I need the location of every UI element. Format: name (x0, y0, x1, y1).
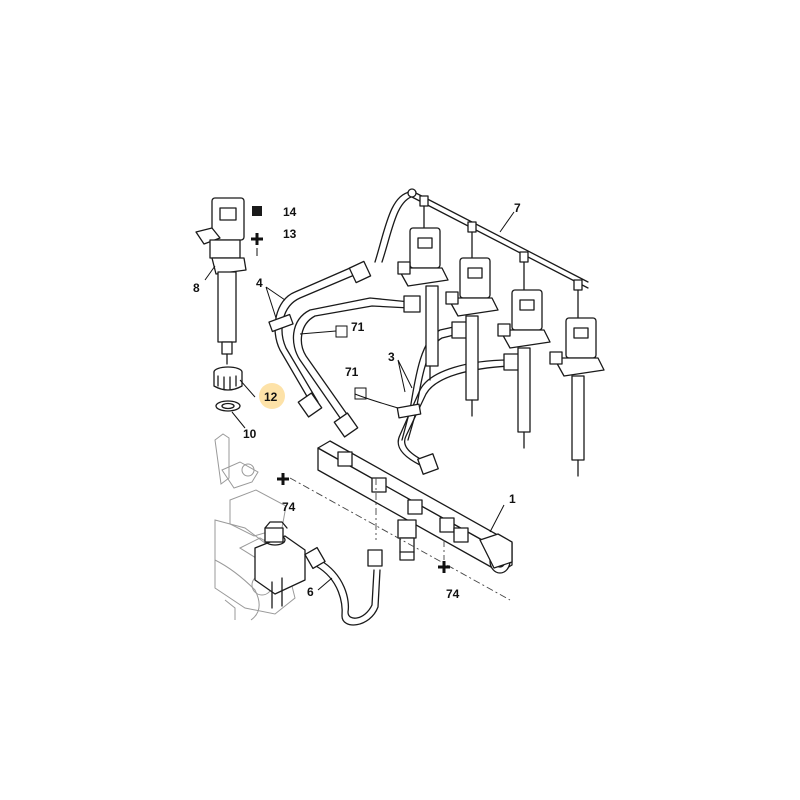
injector-row (397, 227, 605, 477)
callout-12-highlight (259, 383, 285, 409)
callout-6: 6 (307, 585, 314, 599)
cross-icon (251, 233, 263, 245)
injector-lines-3 (396, 321, 521, 475)
callout-71: 71 (351, 320, 365, 334)
engine-block-outline (214, 433, 296, 621)
callout-74: 74 (282, 500, 296, 514)
callout-71: 71 (345, 365, 359, 379)
callout-74: 74 (446, 587, 460, 601)
cross-icon (277, 473, 289, 485)
fuel-rail (289, 440, 513, 601)
injector-installed-3 (497, 289, 551, 449)
injector-installed-2 (445, 257, 499, 417)
callout-10: 10 (243, 427, 257, 441)
callout-7: 7 (514, 201, 521, 215)
callout-4: 4 (256, 276, 263, 290)
return-line-7 (374, 188, 589, 319)
injector-installed-4 (549, 317, 605, 477)
cross-icon (438, 561, 450, 573)
callout-3: 3 (388, 350, 395, 364)
injector-lines-4 (268, 260, 421, 438)
callout-14: 14 (283, 205, 297, 219)
leader-lines (204, 211, 515, 591)
callout-12: 12 (264, 390, 278, 404)
filled-square-icon (252, 206, 262, 216)
washer-10 (215, 400, 241, 412)
callout-13: 13 (283, 227, 297, 241)
pipe-6 (304, 546, 383, 626)
injector-exploded (195, 197, 247, 365)
hollow-square-icon (354, 387, 367, 400)
copper-seal-12 (213, 366, 243, 391)
high-pressure-pump (254, 521, 306, 609)
injector-installed-1 (397, 227, 449, 381)
callout-8: 8 (193, 281, 200, 295)
hollow-square-icon (335, 325, 348, 338)
callout-1: 1 (509, 492, 516, 506)
